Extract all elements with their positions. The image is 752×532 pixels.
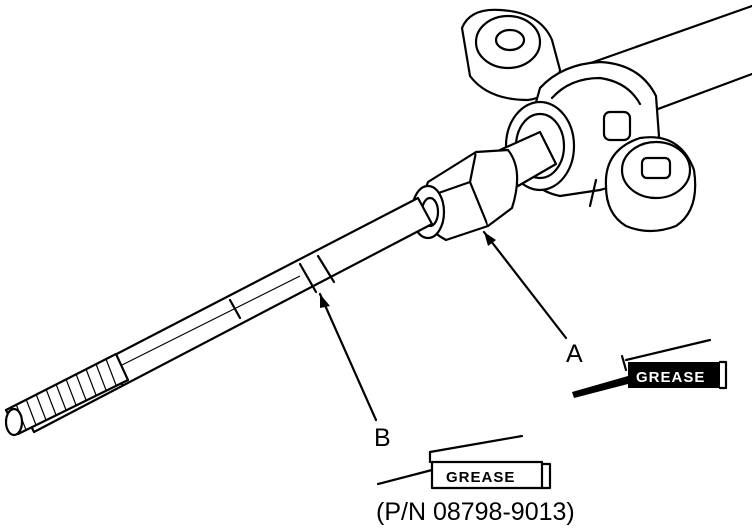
leader-arrow-b: [320, 294, 330, 308]
grease-gun-icon: GREASE: [376, 434, 552, 490]
leader-line-b: [318, 292, 378, 422]
label-a: A: [566, 340, 583, 368]
threaded-end: [4, 352, 130, 437]
leader-line-a: [482, 230, 568, 340]
lower-mount-bushing: [604, 136, 697, 233]
label-b: B: [374, 424, 391, 452]
grease-gun-icon: GREASE: [572, 338, 728, 398]
upper-mount-bushing: [460, 8, 562, 102]
grease-label-a: GREASE: [636, 369, 705, 386]
grease-label-b: GREASE: [446, 469, 515, 486]
part-number: (P/N 08798-9013): [376, 498, 575, 526]
leader-arrow-a: [484, 232, 496, 246]
